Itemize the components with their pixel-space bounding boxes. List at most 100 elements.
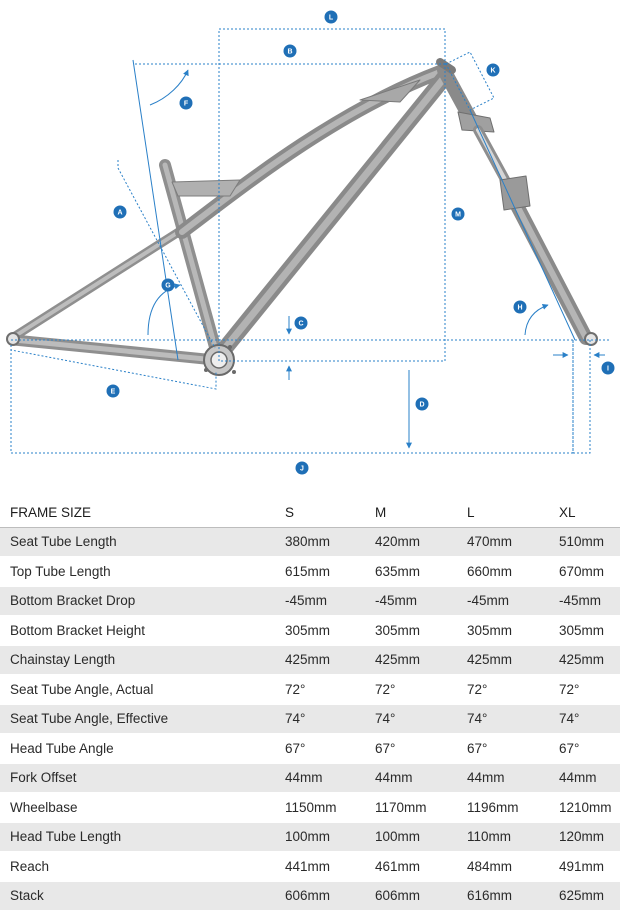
row-label: Bottom Bracket Drop	[0, 586, 275, 616]
row-label: Head Tube Length	[0, 822, 275, 852]
row-label: Wheelbase	[0, 792, 275, 823]
value-xl: 44mm	[549, 763, 620, 793]
value-s: 44mm	[275, 763, 365, 793]
value-xl: 72°	[549, 674, 620, 705]
badge-f: F	[179, 96, 193, 110]
value-xl: 1210mm	[549, 792, 620, 823]
svg-text:D: D	[419, 402, 424, 409]
value-xl: 305mm	[549, 615, 620, 646]
value-l: 44mm	[457, 763, 549, 793]
value-m: 74°	[365, 704, 457, 734]
value-l: 425mm	[457, 645, 549, 675]
value-m: 305mm	[365, 615, 457, 646]
dimension-lines	[10, 28, 610, 454]
svg-text:F: F	[184, 101, 189, 108]
svg-text:L: L	[329, 15, 334, 22]
table-header-row: FRAME SIZE S M L XL	[0, 498, 620, 528]
frame-geometry-diagram: A B C D E F G H I J K L M	[6, 10, 615, 475]
badge-k: K	[486, 63, 500, 77]
value-s: 615mm	[275, 556, 365, 587]
value-m: -45mm	[365, 586, 457, 616]
row-label: Seat Tube Length	[0, 527, 275, 557]
badge-h: H	[513, 300, 527, 314]
value-m: 67°	[365, 733, 457, 764]
value-m: 72°	[365, 674, 457, 705]
value-s: 72°	[275, 674, 365, 705]
svg-text:E: E	[111, 389, 116, 396]
svg-text:C: C	[298, 321, 303, 328]
value-l: 72°	[457, 674, 549, 705]
svg-text:B: B	[287, 49, 292, 56]
value-s: 441mm	[275, 851, 365, 882]
dimension-badges: A B C D E F G H I J K L M	[106, 10, 615, 475]
front-axle	[584, 332, 598, 346]
value-l: 74°	[457, 704, 549, 734]
row-label: Head Tube Angle	[0, 733, 275, 764]
value-s: 1150mm	[275, 792, 365, 823]
header-size-l: L	[457, 498, 549, 528]
badge-b: B	[283, 44, 297, 58]
value-l: 484mm	[457, 851, 549, 882]
value-l: 305mm	[457, 615, 549, 646]
value-l: 67°	[457, 733, 549, 764]
header-size-s: S	[275, 498, 365, 528]
value-l: 1196mm	[457, 792, 549, 823]
svg-text:H: H	[517, 305, 522, 312]
svg-text:G: G	[165, 283, 171, 290]
value-s: 425mm	[275, 645, 365, 675]
value-xl: 425mm	[549, 645, 620, 675]
badge-a: A	[113, 205, 127, 219]
value-xl: -45mm	[549, 586, 620, 616]
header-frame-size: FRAME SIZE	[0, 498, 275, 528]
row-label: Top Tube Length	[0, 556, 275, 587]
value-l: 660mm	[457, 556, 549, 587]
rear-axle	[6, 332, 20, 346]
svg-text:A: A	[117, 210, 122, 217]
header-size-m: M	[365, 498, 457, 528]
row-label: Seat Tube Angle, Effective	[0, 704, 275, 734]
value-s: 100mm	[275, 822, 365, 852]
badge-g: G	[161, 278, 175, 292]
value-xl: 510mm	[549, 527, 620, 557]
value-s: 67°	[275, 733, 365, 764]
header-size-xl: XL	[549, 498, 620, 528]
value-xl: 67°	[549, 733, 620, 764]
table-row: Bottom Bracket Drop-45mm-45mm-45mm-45mm	[0, 586, 620, 616]
value-l: 470mm	[457, 527, 549, 557]
badge-m: M	[451, 207, 465, 221]
badge-c: C	[294, 316, 308, 330]
value-s: 380mm	[275, 527, 365, 557]
value-m: 425mm	[365, 645, 457, 675]
badge-j: J	[295, 461, 309, 475]
value-xl: 670mm	[549, 556, 620, 587]
dimension-arrows	[147, 69, 605, 449]
badge-l: L	[324, 10, 338, 24]
value-s: -45mm	[275, 586, 365, 616]
row-label: Bottom Bracket Height	[0, 615, 275, 646]
value-s: 305mm	[275, 615, 365, 646]
badge-e: E	[106, 384, 120, 398]
value-s: 74°	[275, 704, 365, 734]
svg-text:M: M	[455, 212, 461, 219]
value-m: 635mm	[365, 556, 457, 587]
badge-d: D	[415, 397, 429, 411]
value-xl: 74°	[549, 704, 620, 734]
row-label: Chainstay Length	[0, 645, 275, 675]
value-m: 44mm	[365, 763, 457, 793]
value-xl: 491mm	[549, 851, 620, 882]
value-m: 461mm	[365, 851, 457, 882]
row-label: Fork Offset	[0, 763, 275, 793]
value-m: 100mm	[365, 822, 457, 852]
head-tube	[437, 63, 477, 125]
svg-text:J: J	[300, 466, 304, 473]
value-l: -45mm	[457, 586, 549, 616]
